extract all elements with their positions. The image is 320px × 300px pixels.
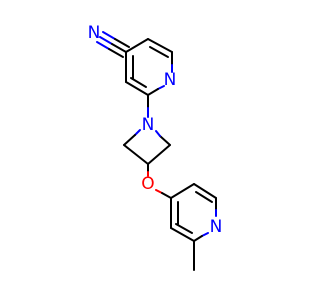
- azetidine-n-label: N: [142, 115, 155, 135]
- nitrile-n-label: N: [88, 23, 101, 43]
- nitrile-bond-2: [96, 41, 110, 50]
- azetidine-n-c2b: [123, 134, 136, 146]
- nitrile-bond-1b: [111, 43, 127, 53]
- structure-svg: N N N O N: [88, 23, 223, 271]
- ring2-n1-c2a: [201, 232, 209, 237]
- pyridine-bottom-n-label: N: [210, 217, 223, 237]
- nitrile-bond-3b: [114, 38, 130, 48]
- ring2-c5-c6: [193, 183, 217, 199]
- azetidine-c2-c3: [123, 144, 149, 165]
- ring1-c6-c5: [125, 81, 149, 96]
- ring2-c5-c6-inner: [195, 191, 213, 203]
- azetidine-c4-na: [159, 135, 171, 146]
- o-ring2-a: [155, 189, 163, 194]
- nitrile-bond-1: [99, 36, 113, 45]
- o-ring2-b: [161, 192, 172, 199]
- nitrile-bond-2b: [108, 48, 124, 58]
- ring2-c2-c3: [170, 227, 195, 242]
- azetidine-c3-c4: [147, 144, 171, 165]
- ring2-c2-c3-inner: [175, 223, 193, 234]
- ring1-c3-c2-inner: [149, 46, 169, 58]
- azetidine-n-c2a: [134, 129, 141, 136]
- azetidine-c4-nb: [155, 130, 161, 137]
- ring1-n1-c6a: [157, 85, 165, 90]
- pyridine-top-n-label: N: [164, 70, 177, 90]
- atom-labels: N N N O N: [88, 23, 223, 237]
- bonds: [96, 31, 217, 271]
- ring1-n1-c6b: [147, 88, 159, 96]
- ether-o-label: O: [141, 174, 154, 194]
- nitrile-bond-3: [102, 31, 116, 40]
- ring2-n1-c2b: [193, 235, 203, 242]
- molecule-diagram: N N N O N: [88, 23, 223, 271]
- ring1-c4-c3: [125, 38, 149, 53]
- ring2-c4-c5: [170, 183, 195, 199]
- ring1-c3-c2: [147, 38, 173, 53]
